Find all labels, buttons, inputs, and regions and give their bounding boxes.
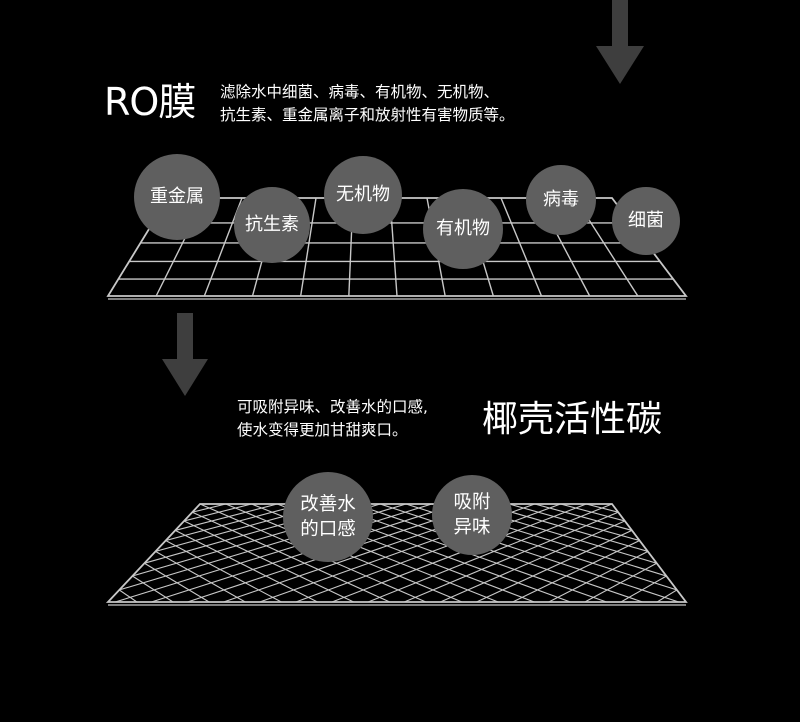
bubble-organic: 有机物 [423,189,503,269]
arrow-down-icon [596,0,644,84]
carbon-desc-line-2: 使水变得更加甘甜爽口。 [237,421,408,439]
mesh-line [741,504,800,602]
mesh-line [0,504,29,602]
mesh-line [715,504,800,602]
mesh-line [108,504,246,602]
mesh-line [108,504,175,602]
carbon-desc-line-1: 可吸附异味、改善水的口感, [237,398,428,416]
coconut-carbon-title: 椰壳活性碳 [482,399,663,440]
ro-membrane-description: 滤除水中细菌、病毒、有机物、无机物、 抗生素、重金属离子和放射性有害物质等。 [220,81,515,127]
bubble-antibiotics: 抗生素 [234,187,310,263]
bubble-improve-taste: 改善水 的口感 [283,472,373,562]
mesh-line [663,504,686,602]
mesh-line [693,504,800,602]
mesh-line [560,504,686,602]
mesh-line [656,504,686,602]
mesh-line [792,504,800,602]
mesh-line [108,504,138,602]
mesh-line [108,504,278,602]
mesh-line [295,504,561,602]
mesh-line [767,504,800,602]
ro-desc-line-2: 抗生素、重金属离子和放射性有害物质等。 [220,106,515,124]
mesh-line [0,504,20,602]
mesh-line [0,504,97,602]
mesh-line [512,504,686,602]
mesh-line [0,504,65,602]
bubble-virus: 病毒 [526,165,596,235]
mesh-line [174,504,391,602]
mesh-line [108,504,201,602]
mesh-line [457,504,686,602]
mesh-line [0,504,71,602]
mesh-line [765,504,800,602]
mesh-line [367,504,613,602]
mesh-line [108,504,304,602]
mesh-line [354,504,643,602]
mesh-line [548,504,686,602]
mesh-line [108,504,123,602]
arrow-down-icon [162,313,208,396]
mesh-line [611,504,686,602]
bubble-bacteria: 细菌 [612,187,680,255]
carbon-mesh [0,504,800,602]
mesh-line [115,504,432,602]
mesh-line [637,504,686,602]
bubble-heavy-metal: 重金属 [134,154,220,240]
mesh-line [404,504,638,602]
bubble-absorb-odor: 吸附 异味 [432,475,512,555]
bubble-inorganic: 无机物 [324,156,402,234]
ro-desc-line-1: 滤除水中细菌、病毒、有机物、无机物、 [220,83,500,101]
mesh-line [689,504,800,602]
mesh-line [534,504,686,602]
mesh-line [0,504,46,602]
carbon-description: 可吸附异味、改善水的口感, 使水变得更加甘甜爽口。 [237,396,428,442]
mesh-line [620,504,686,602]
mesh-line [0,504,101,602]
mesh-line [108,504,252,602]
ro-membrane-title: RO膜 [104,80,196,124]
mesh-line [729,504,800,602]
mesh-line [380,504,679,602]
mesh-line [108,504,282,602]
mesh-line [108,504,174,602]
